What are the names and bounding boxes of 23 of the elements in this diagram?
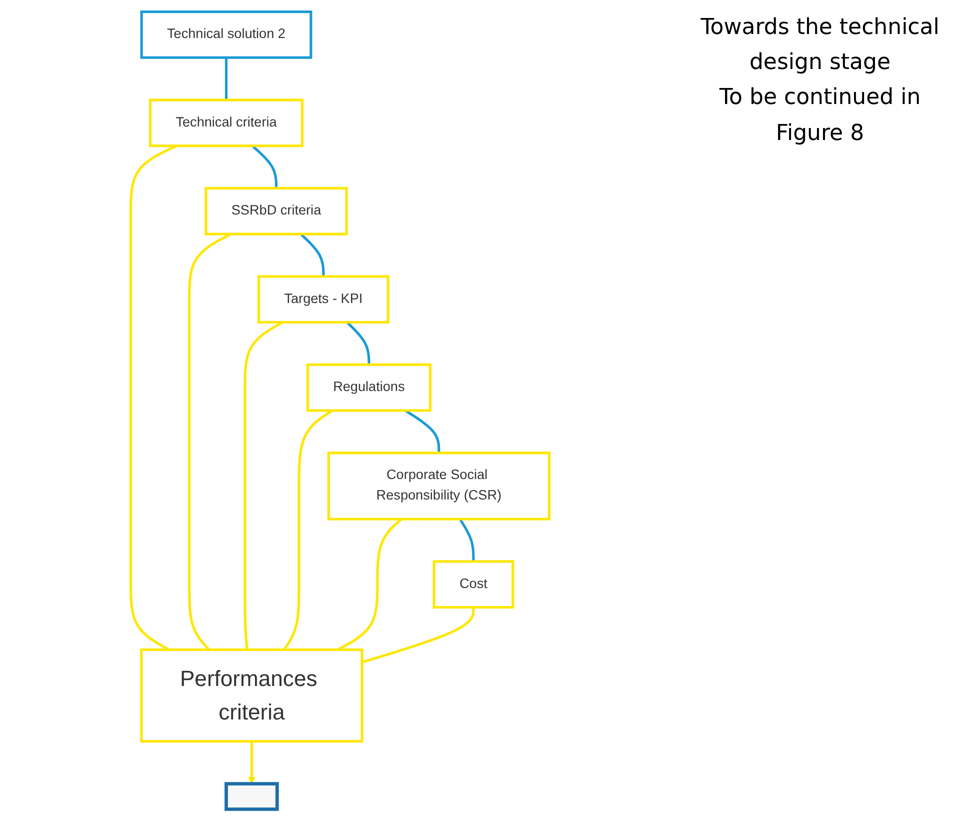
- connector: [282, 409, 334, 650]
- node-box: Technical criteria: [148, 98, 304, 148]
- connector: [346, 321, 370, 365]
- connector: [224, 58, 228, 100]
- connector: [337, 518, 402, 651]
- node-box: Corporate Social Responsibility (CSR): [327, 452, 550, 520]
- connector: [251, 144, 278, 188]
- connector: [244, 321, 284, 650]
- node-box: Targets - KPI: [257, 275, 390, 324]
- node-box: [224, 782, 279, 811]
- node-box: Cost: [432, 560, 514, 609]
- connector: [130, 144, 178, 651]
- arrow: [248, 741, 256, 784]
- node-box: Technical solution 2: [140, 10, 312, 59]
- connector: [300, 233, 325, 276]
- note-text: To be continued in Figure 8: [718, 84, 922, 148]
- node-box: SSRbD criteria: [204, 186, 348, 236]
- node-box: Performances criteria: [140, 648, 364, 743]
- connector: [404, 409, 440, 453]
- note-text: Towards the technical design stage: [700, 14, 940, 78]
- connector: [362, 607, 475, 664]
- connector: [458, 518, 475, 562]
- node-box: Regulations: [306, 363, 432, 412]
